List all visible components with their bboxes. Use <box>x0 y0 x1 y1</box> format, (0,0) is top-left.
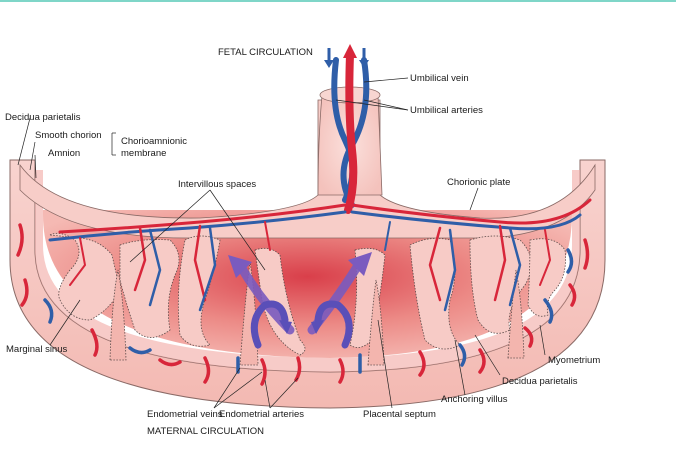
label-anchoring-villus: Anchoring villus <box>441 394 508 405</box>
endometrial-vessels <box>16 223 590 386</box>
umbilical-vessels <box>331 51 370 214</box>
flow-arrowhead-right <box>348 252 372 276</box>
fetal-flow-arrows <box>324 44 369 68</box>
label-chorioamnionic: Chorioamnionic <box>121 136 188 147</box>
label-umbilical-arteries: Umbilical arteries <box>410 105 483 116</box>
label-endometrial-veins: Endometrial veins <box>147 409 223 420</box>
label-maternal-circulation: MATERNAL CIRCULATION <box>147 426 265 437</box>
label-marginal-sinus: Marginal sinus <box>6 344 68 355</box>
chorionic-vessels <box>48 198 592 312</box>
label-chorionic-plate: Chorionic plate <box>447 177 511 188</box>
top-divider <box>0 0 676 2</box>
label-decidua-parietalis-bottom: Decidua parietalis <box>502 376 578 387</box>
flow-arrowhead-left <box>228 255 252 278</box>
label-membrane: membrane <box>121 148 167 159</box>
label-fetal-circulation: FETAL CIRCULATION <box>218 47 313 58</box>
label-umbilical-vein: Umbilical vein <box>410 73 469 84</box>
label-intervillous-spaces: Intervillous spaces <box>178 179 257 190</box>
label-decidua-parietalis-top: Decidua parietalis <box>5 112 81 123</box>
leader-lines <box>17 77 546 409</box>
label-smooth-chorion: Smooth chorion <box>35 130 102 141</box>
label-placental-septum: Placental septum <box>363 409 436 420</box>
label-amnion: Amnion <box>48 148 81 159</box>
label-endometrial-arteries: Endometrial arteries <box>219 409 305 420</box>
label-myometrium: Myometrium <box>548 355 601 366</box>
spiral-arrows <box>250 300 353 349</box>
